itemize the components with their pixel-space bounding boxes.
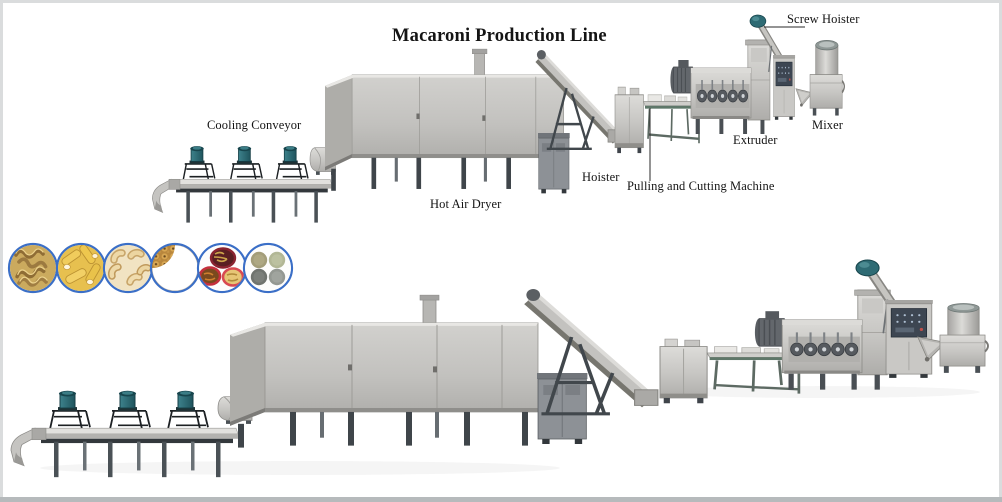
mixer-top bbox=[808, 39, 846, 117]
detail-line-render bbox=[11, 260, 989, 477]
label-pulling-cutting-machine: Pulling and Cutting Machine bbox=[627, 179, 775, 193]
extruder-top bbox=[669, 39, 774, 135]
labeled-line-diagram bbox=[152, 15, 846, 223]
page-title: Macaroni Production Line bbox=[392, 26, 607, 46]
label-mixer: Mixer bbox=[812, 118, 844, 132]
page-frame-bottom bbox=[0, 497, 1002, 502]
sample-spiral-pasta bbox=[7, 242, 59, 294]
product-sample-strip bbox=[7, 242, 294, 294]
label-hoister: Hoister bbox=[582, 170, 620, 184]
sample-pasta-bowls bbox=[196, 242, 248, 294]
label-hot-air-dryer: Hot Air Dryer bbox=[430, 197, 502, 211]
sample-penne-tubes bbox=[55, 242, 107, 294]
sample-elbow-macaroni bbox=[102, 242, 154, 294]
control-cabinet-dark-top bbox=[537, 132, 571, 194]
pulling-cutting-machine-top bbox=[613, 85, 703, 155]
label-extruder: Extruder bbox=[733, 133, 778, 147]
extruder-bottom bbox=[753, 288, 892, 391]
label-cooling-conveyor: Cooling Conveyor bbox=[207, 118, 302, 132]
control-cabinet-panel-top bbox=[772, 54, 796, 121]
cooling-conveyor-top bbox=[152, 146, 331, 223]
label-screw-hoister: Screw Hoister bbox=[787, 12, 860, 26]
mixer-bottom bbox=[938, 302, 989, 374]
sample-raw-material-plates bbox=[242, 242, 294, 294]
hot-air-dryer-bottom bbox=[229, 294, 539, 449]
hot-air-dryer-top bbox=[324, 48, 565, 192]
